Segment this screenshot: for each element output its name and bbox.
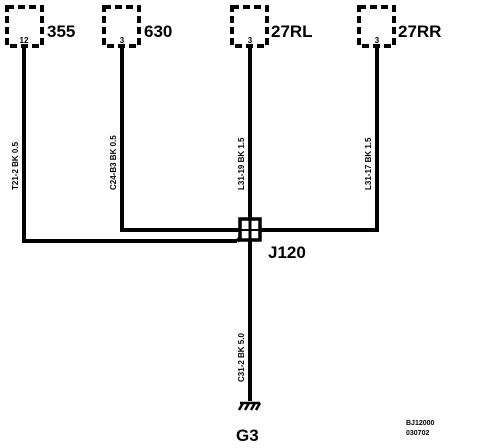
connector-27rr-box bbox=[357, 5, 396, 48]
ground-icon bbox=[237, 401, 262, 411]
figure-code-line1: BJ12000 bbox=[406, 420, 435, 427]
connector-630-pin: 3 bbox=[120, 36, 125, 45]
connector-630-label: 630 bbox=[144, 22, 172, 41]
connector-27rr-label: 27RR bbox=[398, 22, 441, 41]
wire-path-27rr bbox=[261, 46, 379, 232]
connector-630-box bbox=[102, 5, 141, 48]
connector-27rl-label: 27RL bbox=[271, 22, 313, 41]
wire-label-27rl: L31-19 BK 1.5 bbox=[237, 137, 246, 190]
wire-path-630 bbox=[120, 46, 239, 232]
wire-label-27rr: L31-17 BK 1.5 bbox=[364, 137, 373, 190]
ground-label: G3 bbox=[236, 426, 259, 445]
wire-label-630: C24-B3 BK 0.5 bbox=[109, 135, 118, 190]
connector-27rl-pin: 3 bbox=[248, 36, 253, 45]
wire-label-g3: C31-2 BK 5.0 bbox=[237, 333, 246, 382]
connector-355-pin: 12 bbox=[20, 36, 29, 45]
connector-355-box bbox=[5, 5, 44, 48]
wires bbox=[22, 46, 379, 401]
connector-355-label: 355 bbox=[47, 22, 75, 41]
splice-label: J120 bbox=[268, 243, 306, 262]
connector-27rr-pin: 3 bbox=[375, 36, 380, 45]
connector-27rl-box bbox=[230, 5, 269, 48]
wire-path-355 bbox=[22, 46, 237, 243]
wire-label-355: T21-2 BK 0.5 bbox=[11, 141, 20, 190]
figure-code-line2: 030702 bbox=[406, 430, 429, 437]
